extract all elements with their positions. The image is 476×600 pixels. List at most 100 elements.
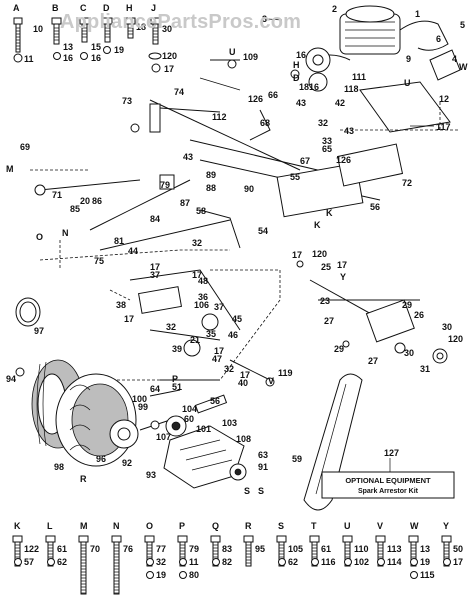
hw-bottom-num: 77 [156, 544, 166, 554]
callout: 12 [439, 94, 449, 104]
hw-bottom-num: 62 [288, 557, 298, 567]
callout: 37 [214, 302, 224, 312]
wheel-callouts: 97 94 98 96 R 64 51 P 100 99 104 56 60 1… [6, 326, 268, 496]
hw-bottom-num: 82 [222, 557, 232, 567]
hub-center [436, 352, 444, 360]
hw-bottom-num: 50 [453, 544, 463, 554]
letter: M [6, 164, 14, 174]
lift-rod [149, 99, 301, 171]
callout: 30 [442, 322, 452, 332]
bolt-thread [378, 544, 383, 564]
callout: 4 [452, 54, 457, 64]
letter: U [404, 78, 411, 88]
lever [249, 109, 271, 141]
bolt-head [309, 535, 320, 543]
hw-top-num: 11 [24, 54, 34, 64]
callout: 48 [198, 276, 208, 286]
wheel-hub-center [117, 427, 131, 441]
hw-bottom-num: 110 [354, 544, 369, 554]
callout: 72 [402, 178, 412, 188]
callout: 87 [180, 198, 190, 208]
hw-bottom-letter-l: L [47, 521, 53, 531]
hw-top-num: 120 [162, 51, 177, 61]
callout: 35 [206, 329, 216, 339]
optional-box-title: OPTIONAL EQUIPMENT [345, 476, 431, 485]
hw-bottom-num: 11 [189, 557, 199, 567]
hw-bottom-letter-t: T [311, 521, 317, 531]
valve [15, 367, 25, 377]
letter: O [36, 232, 43, 242]
tread-marks [69, 384, 91, 451]
washer [103, 46, 111, 54]
callout: 108 [236, 434, 251, 444]
hw-top-num: 16 [91, 53, 101, 63]
axle-callouts: 17 120 25 17 Y 23 29 26 27 30 120 29 30 … [292, 249, 463, 374]
callout: 17 [192, 270, 202, 280]
callout: 17 [337, 260, 347, 270]
bolt-thread [54, 27, 59, 41]
hw-bottom-num: 61 [57, 544, 67, 554]
callout: 54 [258, 226, 268, 236]
hw-top-num: 17 [164, 64, 174, 74]
hw-bottom-num: 13 [420, 544, 430, 554]
hw-bottom-num: 17 [453, 557, 463, 567]
engine-callouts: 2 3 1 5 6 4 W 9 U 12 111 16 H D 18 16 11… [262, 4, 468, 132]
hw-top-num: 18 [136, 22, 146, 32]
bolt-head [342, 535, 353, 543]
bolt-head [276, 535, 287, 543]
middle-callouts: 32 17 17 48 37 36 106 37 38 17 45 32 35 … [116, 238, 293, 388]
letter: R [80, 474, 87, 484]
callout: 32 [192, 238, 202, 248]
knob [34, 184, 46, 196]
optional-box-subtitle: Spark Arrestor Kit [358, 488, 419, 495]
callout: 17 [124, 314, 134, 324]
callout: 100 [132, 394, 147, 404]
hw-bottom-num: 19 [420, 557, 430, 567]
hw-bottom-num: 57 [24, 557, 34, 567]
optional-box-frame [321, 471, 455, 499]
washer [130, 123, 140, 133]
callout: 99 [138, 402, 148, 412]
nut [13, 53, 23, 63]
nut [443, 558, 451, 566]
wheel-hub [109, 419, 139, 449]
letter: P [172, 374, 178, 384]
hw-bottom-num: 70 [90, 544, 100, 554]
rear-axle [296, 260, 448, 364]
hw-bottom-num: 113 [387, 544, 402, 554]
bolt-head [408, 535, 419, 543]
hw-bottom-letter-y: Y [443, 521, 449, 531]
hw-bottom-num: 122 [24, 544, 39, 554]
bolt-thread [213, 544, 218, 564]
hw-bottom-letter-u: U [344, 521, 351, 531]
watermark: AppliancePartsPros.com [60, 11, 301, 33]
callout: 81 [114, 236, 124, 246]
hub [432, 348, 448, 364]
callout: 17 [292, 250, 302, 260]
upper-callouts: 109 U 74 73 126 112 66 68 43 43 32 33 65… [6, 47, 412, 266]
callout: 74 [174, 87, 184, 97]
hw-bottom-num: 114 [387, 557, 402, 567]
callout: 47 [212, 354, 222, 364]
bolt-head [144, 535, 155, 543]
top-hardware-row: A 10 11 B 13 16 C 15 16 D 19 H 18 [13, 3, 177, 74]
callout: 60 [184, 414, 194, 424]
hw-top-num: 30 [162, 24, 172, 34]
engine-assembly [290, 5, 461, 133]
callout: 55 [290, 172, 300, 182]
hw-bottom-letter-m: M [80, 521, 88, 531]
callout: 2 [332, 4, 337, 14]
hw-bottom-letter-n: N [113, 521, 120, 531]
leader [267, 18, 283, 21]
callout: 17 [240, 370, 250, 380]
hw-bottom-num: 79 [189, 544, 199, 554]
bottom-hardware-row: K12257L6162M70N76O773219P791180Q8382R95S… [12, 521, 463, 595]
hw-bottom-num: 95 [255, 544, 265, 554]
callout: 29 [334, 344, 344, 354]
callout: 71 [52, 190, 62, 200]
callout: 25 [321, 262, 331, 272]
callout: 17 [214, 346, 224, 356]
callout: 75 [94, 256, 104, 266]
brake-bracket [137, 286, 183, 314]
